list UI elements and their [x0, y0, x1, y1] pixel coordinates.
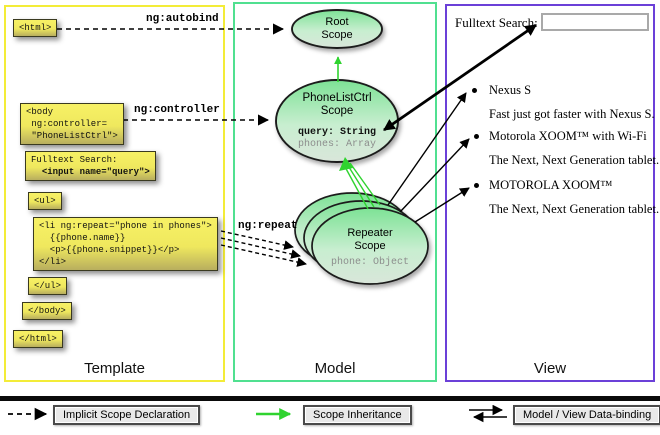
code-box-html-open: <html> — [13, 19, 58, 37]
data-binding-arrow-query — [383, 23, 537, 132]
code-box-ul-close: </ul> — [28, 277, 68, 295]
view-item-desc: Fast just got faster with Nexus S. — [489, 107, 655, 121]
code-box-ul-open: <ul> — [28, 192, 62, 210]
template-column: Template — [4, 5, 225, 382]
root-scope-label: Root Scope — [321, 16, 353, 41]
bullet-icon — [472, 88, 477, 93]
phonelistctrl-query-prop: query: String — [297, 127, 376, 138]
model-column-label: Model — [314, 360, 356, 377]
phonelistctrl-scope-label: PhoneListCtrl Scope — [302, 92, 372, 117]
view-search-input[interactable] — [541, 13, 649, 31]
repeater-scope-ellipse-front — [311, 207, 429, 285]
data-binding-arrow-item-2 — [399, 138, 470, 213]
legend-implicit-scope-declaration: Implicit Scope Declaration — [53, 405, 201, 425]
bullet-icon — [474, 183, 479, 188]
code-fulltext-input: <input name="query"> — [41, 167, 150, 177]
ng-repeat-arrow-1 — [220, 230, 294, 250]
data-binding-arrow-item-1 — [387, 92, 467, 206]
bullet-icon — [474, 134, 479, 139]
code-box-body-open: <body ng:controller= "PhoneListCtrl"> — [20, 103, 124, 145]
view-item-title: Motorola XOOM™ with Wi-Fi — [489, 129, 647, 143]
legend-scope-inheritance: Scope Inheritance — [303, 405, 412, 425]
legend-model-view-data-binding: Model / View Data-binding — [513, 405, 660, 425]
view-item-title: Nexus S — [489, 83, 532, 97]
model-column: Model — [233, 2, 437, 382]
code-box-body-close: </body> — [22, 302, 72, 320]
ng-repeat-label: ng:repeat — [238, 220, 298, 232]
view-item-desc: The Next, Next Generation tablet. — [489, 153, 660, 167]
ng-repeat-arrow-2 — [220, 237, 301, 259]
view-item-title: MOTOROLA XOOM™ — [489, 178, 613, 192]
view-column-label: View — [533, 360, 567, 377]
scope-inheritance-fan — [339, 157, 381, 210]
root-scope-ellipse — [291, 9, 383, 49]
view-item-desc: The Next, Next Generation tablet. — [489, 202, 660, 216]
view-column: View — [445, 4, 655, 382]
scope-inheritance-arrowhead — [339, 157, 353, 171]
code-box-fulltext: Fulltext Search: <input name="query"> — [25, 151, 156, 181]
template-column-label: Template — [84, 360, 145, 377]
ng-controller-label: ng:controller — [134, 104, 220, 116]
ng-repeat-arrow-3 — [220, 244, 307, 267]
repeater-scope-label: Repeater Scope — [347, 227, 393, 252]
ng-autobind-label: ng:autobind — [146, 13, 219, 25]
data-binding-arrow-item-3 — [414, 187, 470, 223]
code-fulltext-label: Fulltext Search: — [31, 155, 118, 165]
view-search-label: Fulltext Search: — [455, 15, 538, 30]
code-box-li-repeat: <li ng:repeat="phone in phones"> {{phone… — [33, 217, 218, 271]
legend-divider — [0, 396, 660, 401]
code-box-html-close: </html> — [13, 330, 63, 348]
phonelistctrl-phones-prop: phones: Array — [297, 139, 376, 150]
repeater-phone-prop: phone: Object — [330, 257, 409, 268]
